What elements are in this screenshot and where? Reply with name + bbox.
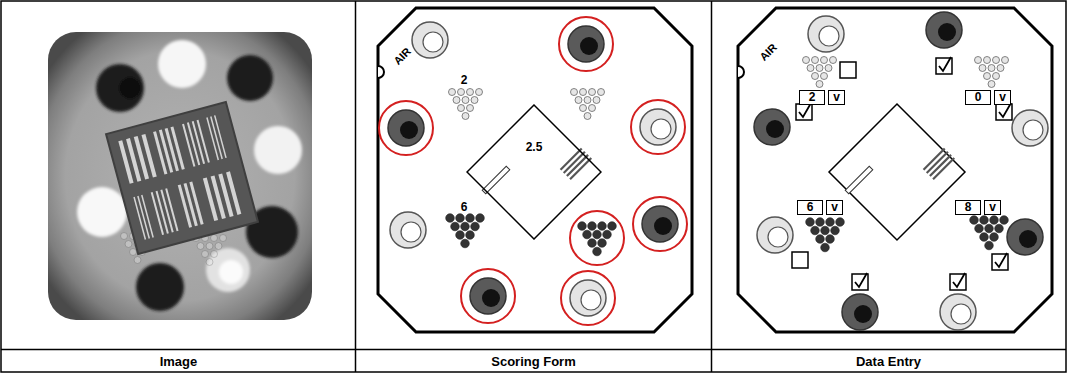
score-entry: 8v: [955, 200, 1001, 215]
entry-flag: v: [828, 90, 845, 105]
air-label: AIR: [757, 41, 779, 63]
entry-value: 2: [799, 90, 825, 105]
group-number: 2: [461, 73, 468, 87]
caption-text: Scoring Form: [491, 354, 576, 369]
scoring-form: [378, 8, 692, 332]
entry-flag: v: [826, 200, 843, 215]
entry-flag: v: [994, 90, 1011, 105]
entry-flag: v: [984, 200, 1001, 215]
panel-caption: Image: [2, 350, 355, 372]
score-entry: 0v: [965, 90, 1011, 105]
diamond-value: 2.5: [526, 140, 543, 154]
panel-caption: Scoring Form: [356, 350, 711, 372]
score-entry: 2v: [799, 90, 845, 105]
caption-text: Data Entry: [856, 354, 921, 369]
entry-value: 0: [965, 90, 991, 105]
entry-value: 6: [797, 200, 823, 215]
group-number: 6: [461, 200, 468, 214]
entry-value: 8: [955, 200, 981, 215]
target-diamond: 2.5: [466, 104, 602, 240]
air-label: AIR: [391, 45, 413, 67]
panel-caption: Data Entry: [712, 350, 1065, 372]
caption-text: Image: [160, 354, 198, 369]
data-entry-form: [738, 8, 1052, 332]
score-entry: 6v: [797, 200, 843, 215]
diamond-outline: [467, 105, 601, 239]
fluoro-image: [48, 32, 312, 320]
diamond-outline: [466, 104, 602, 240]
